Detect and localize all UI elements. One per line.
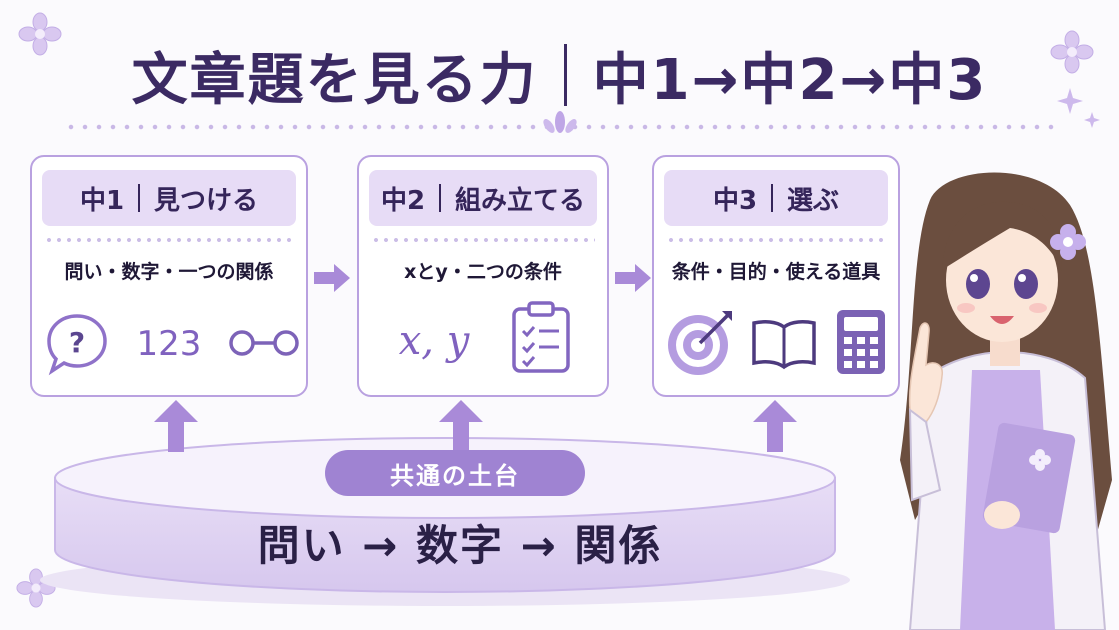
number-123-icon: 123 bbox=[136, 324, 202, 364]
leaf-ornament-icon bbox=[543, 111, 577, 133]
xy-variables-icon: x, y bbox=[398, 318, 470, 364]
flower-decoration-icon bbox=[18, 12, 62, 56]
arrow-right-icon bbox=[615, 264, 651, 292]
card-grade: 中2 bbox=[380, 185, 426, 216]
svg-text:?: ? bbox=[69, 326, 85, 359]
card-header: 中1 見つける bbox=[42, 170, 296, 226]
teacher-character-illustration bbox=[900, 172, 1112, 630]
header-divider bbox=[138, 184, 141, 212]
sparkle-icon bbox=[1057, 88, 1100, 128]
card-grade-3: 中3 選ぶ 条件・目的・使える道具 bbox=[652, 155, 900, 397]
link-circles-icon bbox=[229, 330, 299, 356]
foundation-text: 問い → 数字 → 関係 bbox=[257, 520, 663, 570]
arrow-right-icon bbox=[314, 264, 350, 292]
header-divider bbox=[771, 184, 774, 212]
title-divider bbox=[563, 44, 567, 106]
card-subtitle: 条件・目的・使える道具 bbox=[671, 261, 881, 283]
card-subtitle: 問い・数字・一つの関係 bbox=[64, 261, 274, 283]
title-main: 文章題を見る力 bbox=[131, 47, 538, 113]
title-progression: 中1→中2→中3 bbox=[592, 47, 988, 113]
arrow-up-icon bbox=[154, 400, 198, 452]
card-icons bbox=[654, 307, 898, 387]
card-grade-1: 中1 見つける 問い・数字・一つの関係 ? 123 bbox=[30, 155, 308, 397]
card-grade: 中3 bbox=[712, 185, 758, 216]
card-skill: 見つける bbox=[154, 185, 259, 216]
target-arrow-icon bbox=[668, 311, 732, 375]
flower-decoration-icon bbox=[1050, 30, 1094, 74]
dotted-divider bbox=[371, 237, 595, 243]
card-header: 中3 選ぶ bbox=[664, 170, 888, 226]
dotted-divider bbox=[666, 237, 886, 243]
calculator-icon bbox=[837, 310, 885, 374]
header-divider bbox=[439, 184, 442, 212]
question-bubble-icon: ? bbox=[47, 314, 107, 376]
card-skill: 組み立てる bbox=[455, 185, 586, 216]
card-grade-2: 中2 組み立てる xとy・二つの条件 x, y bbox=[357, 155, 609, 397]
card-icons: ? 123 bbox=[32, 307, 306, 387]
dotted-divider bbox=[44, 237, 294, 243]
arrow-up-icon bbox=[753, 400, 797, 452]
page-title: 文章題を見る力 中1→中2→中3 bbox=[0, 30, 1119, 120]
foundation-badge: 共通の土台 bbox=[325, 450, 585, 496]
card-subtitle: xとy・二つの条件 bbox=[404, 261, 562, 283]
card-skill: 選ぶ bbox=[787, 185, 840, 216]
open-book-icon bbox=[752, 320, 816, 370]
clipboard-checklist-icon bbox=[512, 301, 570, 373]
card-header: 中2 組み立てる bbox=[369, 170, 597, 226]
card-icons: x, y bbox=[359, 301, 607, 387]
card-grade: 中1 bbox=[79, 185, 125, 216]
arrow-up-icon bbox=[439, 400, 483, 452]
